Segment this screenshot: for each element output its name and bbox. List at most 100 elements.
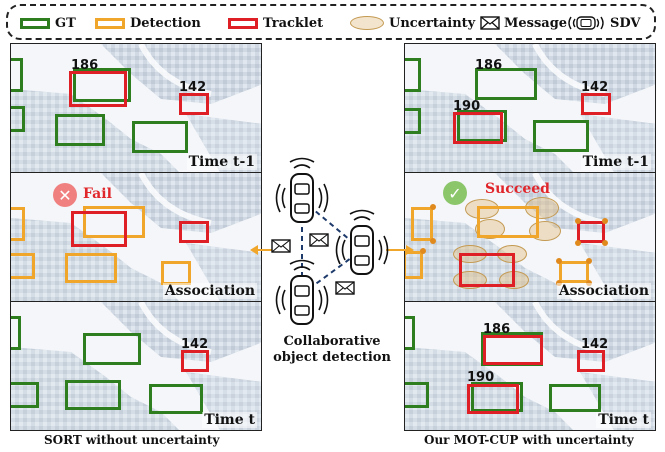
uncertainty-ellipse [475, 219, 505, 239]
panel-association-label: Association [556, 283, 651, 299]
message-icon [335, 281, 355, 295]
legend-tracklet-label: Tracklet [263, 15, 324, 31]
right-panel-time-now: 186 142 190 Time t [404, 301, 656, 431]
left-panel-time-now: 142 Time t [10, 301, 262, 431]
gt-box [132, 121, 188, 153]
right-panel-association: ✓ Succeed Association [404, 172, 656, 302]
detection-box [11, 253, 35, 279]
status-label: Fail [83, 186, 112, 202]
gt-box [549, 384, 601, 412]
status-label: Succeed [485, 181, 550, 197]
detection-box [559, 261, 589, 283]
center-caption: Collaborative object detection [262, 334, 402, 366]
legend-gt-label: GT [55, 15, 76, 31]
gt-box [405, 58, 421, 92]
detection-box [411, 207, 433, 241]
legend-sdv-label: SDV [610, 15, 641, 31]
corner-dot [556, 258, 562, 264]
tracklet-box [71, 211, 127, 247]
fail-icon: ✕ [53, 183, 77, 207]
detection-box [65, 253, 117, 283]
detection-box [477, 206, 539, 238]
message-icon [271, 239, 291, 253]
track-id-label: 142 [181, 337, 209, 352]
gt-box [149, 384, 203, 414]
gt-box [405, 382, 429, 408]
tracklet-box [581, 93, 611, 115]
tracklet-box [69, 71, 127, 107]
tracklet-box [577, 221, 605, 243]
gt-box [405, 108, 421, 134]
corner-dot [586, 258, 592, 264]
track-id-label: 142 [581, 337, 609, 352]
tracklet-box [179, 221, 209, 243]
message-icon [480, 16, 500, 30]
gt-swatch [20, 17, 50, 29]
legend-sdv: SDV [566, 14, 641, 32]
right-panel-time-prev: 186 142 190 Time t-1 [404, 43, 656, 173]
left-panel-association: ✕ Fail Association [10, 172, 262, 302]
vehicle-icon [335, 209, 389, 275]
corner-dot [575, 240, 581, 246]
legend-detection-label: Detection [130, 15, 201, 31]
track-id-label: 142 [581, 80, 609, 95]
track-id-label: 142 [179, 80, 207, 95]
track-id-label: 190 [467, 370, 495, 385]
tracklet-box [483, 335, 543, 365]
collaboration-diagram [250, 157, 414, 325]
tracklet-box [467, 384, 519, 414]
detection-swatch [95, 17, 125, 29]
gt-box [471, 382, 523, 412]
legend-gt: GT [20, 14, 76, 32]
right-caption: Our MOT-CUP with uncertainty [424, 433, 634, 447]
detection-box [161, 261, 191, 285]
gt-box [11, 382, 39, 408]
corner-dot [602, 240, 608, 246]
corner-dot [602, 218, 608, 224]
detection-box [11, 207, 25, 241]
corner-dot [575, 218, 581, 224]
tracklet-box [181, 350, 209, 372]
success-icon: ✓ [443, 181, 467, 205]
center-caption-line2: object detection [273, 350, 391, 365]
panel-time-label: Time t-1 [186, 154, 257, 170]
gt-box [65, 380, 121, 410]
tracklet-box [459, 253, 515, 287]
sdv-icon [568, 16, 604, 30]
gt-box [73, 68, 131, 102]
corner-dot [430, 204, 436, 210]
legend-tracklet: Tracklet [228, 14, 323, 32]
left-panel-time-prev: 186 142 Time t-1 [10, 43, 262, 173]
uncertainty-ellipse [465, 199, 499, 219]
panel-time-label: Time t [202, 412, 257, 428]
track-id-label: 186 [71, 58, 99, 73]
track-id-label: 186 [475, 58, 503, 73]
left-caption: SORT without uncertainty [44, 433, 220, 447]
tracklet-swatch [228, 17, 258, 29]
vehicle-icon [275, 259, 329, 325]
gt-box [405, 316, 415, 350]
gt-box [11, 58, 23, 92]
corner-dot [420, 248, 426, 254]
tracklet-box [179, 93, 209, 115]
legend: GT Detection Tracklet Uncertainty Messag… [6, 4, 656, 40]
gt-box [11, 316, 21, 350]
tracklet-box [577, 350, 605, 372]
detection-box [83, 206, 145, 238]
message-icon [309, 233, 329, 247]
gt-box [475, 68, 537, 100]
legend-message-label: Message [504, 15, 568, 31]
panel-time-label: Time t-1 [580, 154, 651, 170]
tracklet-box [453, 112, 503, 144]
panel-association-label: Association [162, 283, 257, 299]
legend-uncertainty-label: Uncertainty [389, 15, 476, 31]
legend-uncertainty: Uncertainty [350, 14, 475, 32]
legend-message: Message [480, 14, 567, 32]
gt-box [83, 333, 141, 365]
gt-box [11, 106, 25, 132]
vehicle-icon [275, 157, 329, 223]
gt-box [533, 120, 589, 152]
gt-box [457, 110, 507, 142]
legend-detection: Detection [95, 14, 201, 32]
center-caption-line1: Collaborative [283, 334, 381, 349]
